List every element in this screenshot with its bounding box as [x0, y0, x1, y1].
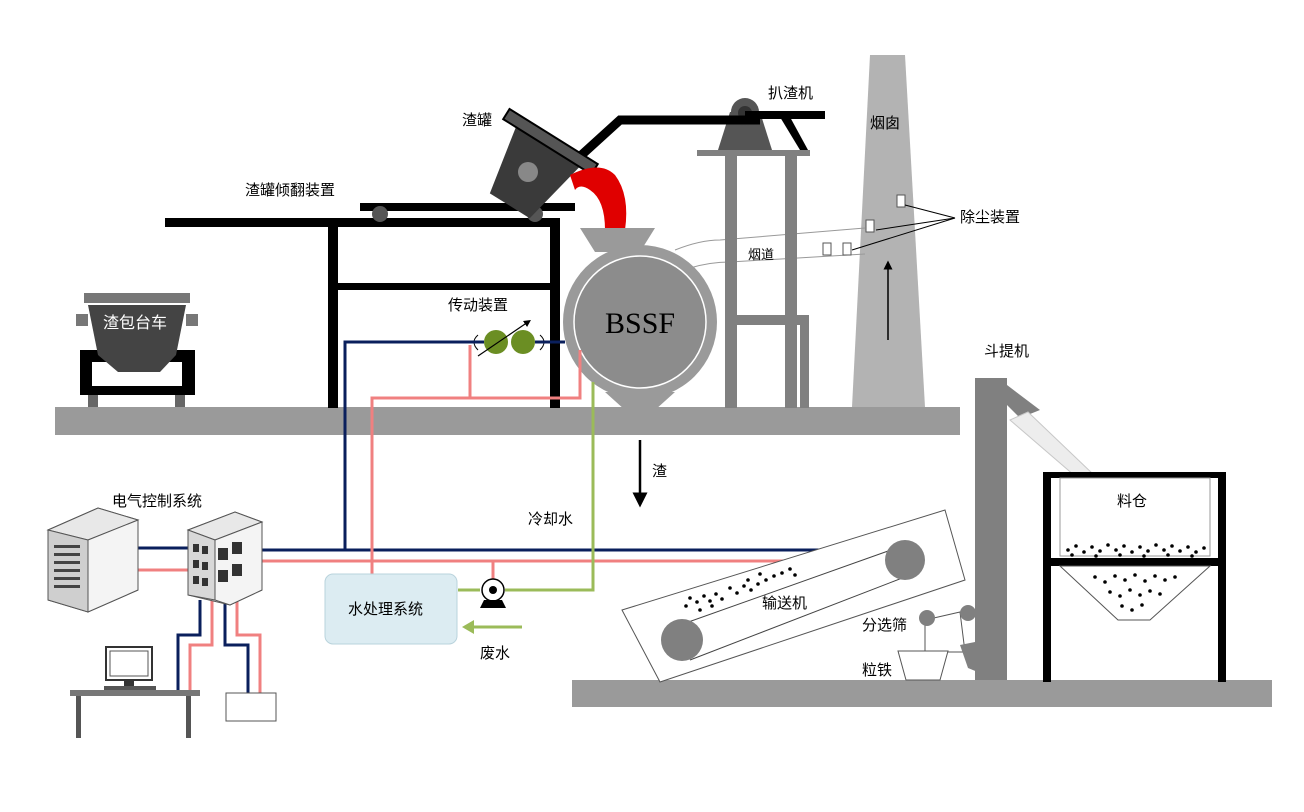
dust-removal-label: 除尘装置 — [960, 208, 1020, 226]
tilting-frame: 渣罐倾翻装置 — [165, 181, 575, 408]
chimney: 烟囱 — [852, 55, 925, 407]
pink-pipe-top — [370, 350, 582, 575]
water-treatment-label: 水处理系统 — [348, 600, 423, 618]
storage-bin: 料仓 — [1043, 472, 1226, 682]
lower-ground — [572, 680, 1272, 707]
blue-pipe-top — [343, 340, 484, 550]
flue-duct: 烟道 — [674, 227, 866, 269]
bucket-elevator-label: 斗提机 — [984, 342, 1029, 360]
ladle-car: 渣包台车 — [76, 293, 198, 407]
chimney-label: 烟囱 — [870, 114, 900, 132]
flue-label: 烟道 — [748, 248, 774, 263]
slag-ladle: 渣罐 — [462, 107, 600, 219]
waste-water-label: 废水 — [480, 644, 510, 662]
bssf-drum: BSSF — [563, 228, 717, 410]
conveyor: 输送机 — [621, 509, 966, 683]
transmission-label: 传动装置 — [448, 296, 508, 314]
water-treatment: 水处理系统 — [324, 573, 458, 645]
waste-water: 废水 — [462, 620, 522, 662]
motor-right — [511, 330, 535, 354]
iron-granules-label: 粒铁 — [862, 661, 892, 679]
screen-label: 分选筛 — [862, 616, 907, 634]
bucket-elevator: 斗提机 — [960, 342, 1096, 680]
bin-label: 料仓 — [1117, 492, 1147, 510]
computer-workstation — [70, 646, 277, 738]
electric-control-label: 电气控制系统 — [112, 492, 202, 510]
electric-control: 电气控制系统 — [46, 492, 264, 613]
raking-machine-label: 扒渣机 — [768, 84, 813, 102]
pump — [480, 578, 506, 608]
tilting-device-label: 渣罐倾翻装置 — [245, 181, 335, 199]
pipes — [138, 340, 910, 695]
frame-roller-left — [372, 206, 388, 222]
ground — [55, 407, 1272, 707]
upper-ground — [55, 407, 960, 435]
connecting-arm — [561, 115, 760, 174]
motor-left — [484, 330, 508, 354]
slag-label: 渣 — [652, 462, 667, 480]
dust-removal: 除尘装置 — [822, 194, 1020, 256]
molten-slag-stream — [570, 167, 627, 230]
iron-bin: 粒铁 — [862, 650, 949, 681]
green-pipe — [505, 382, 595, 592]
screen: 分选筛 — [862, 605, 976, 653]
conveyor-roller-left — [661, 619, 703, 661]
transmission: 传动装置 — [448, 296, 545, 357]
raking-machine: 扒渣机 — [697, 84, 825, 408]
conveyor-roller-right — [885, 540, 925, 580]
slag-ladle-label: 渣罐 — [462, 111, 492, 129]
bssf-label: BSSF — [605, 307, 675, 340]
cooling-water-label: 冷却水 — [528, 510, 573, 528]
conveyor-label: 输送机 — [762, 594, 807, 612]
slag-arrow: 渣 — [632, 440, 667, 508]
ladle-car-label: 渣包台车 — [103, 313, 167, 332]
